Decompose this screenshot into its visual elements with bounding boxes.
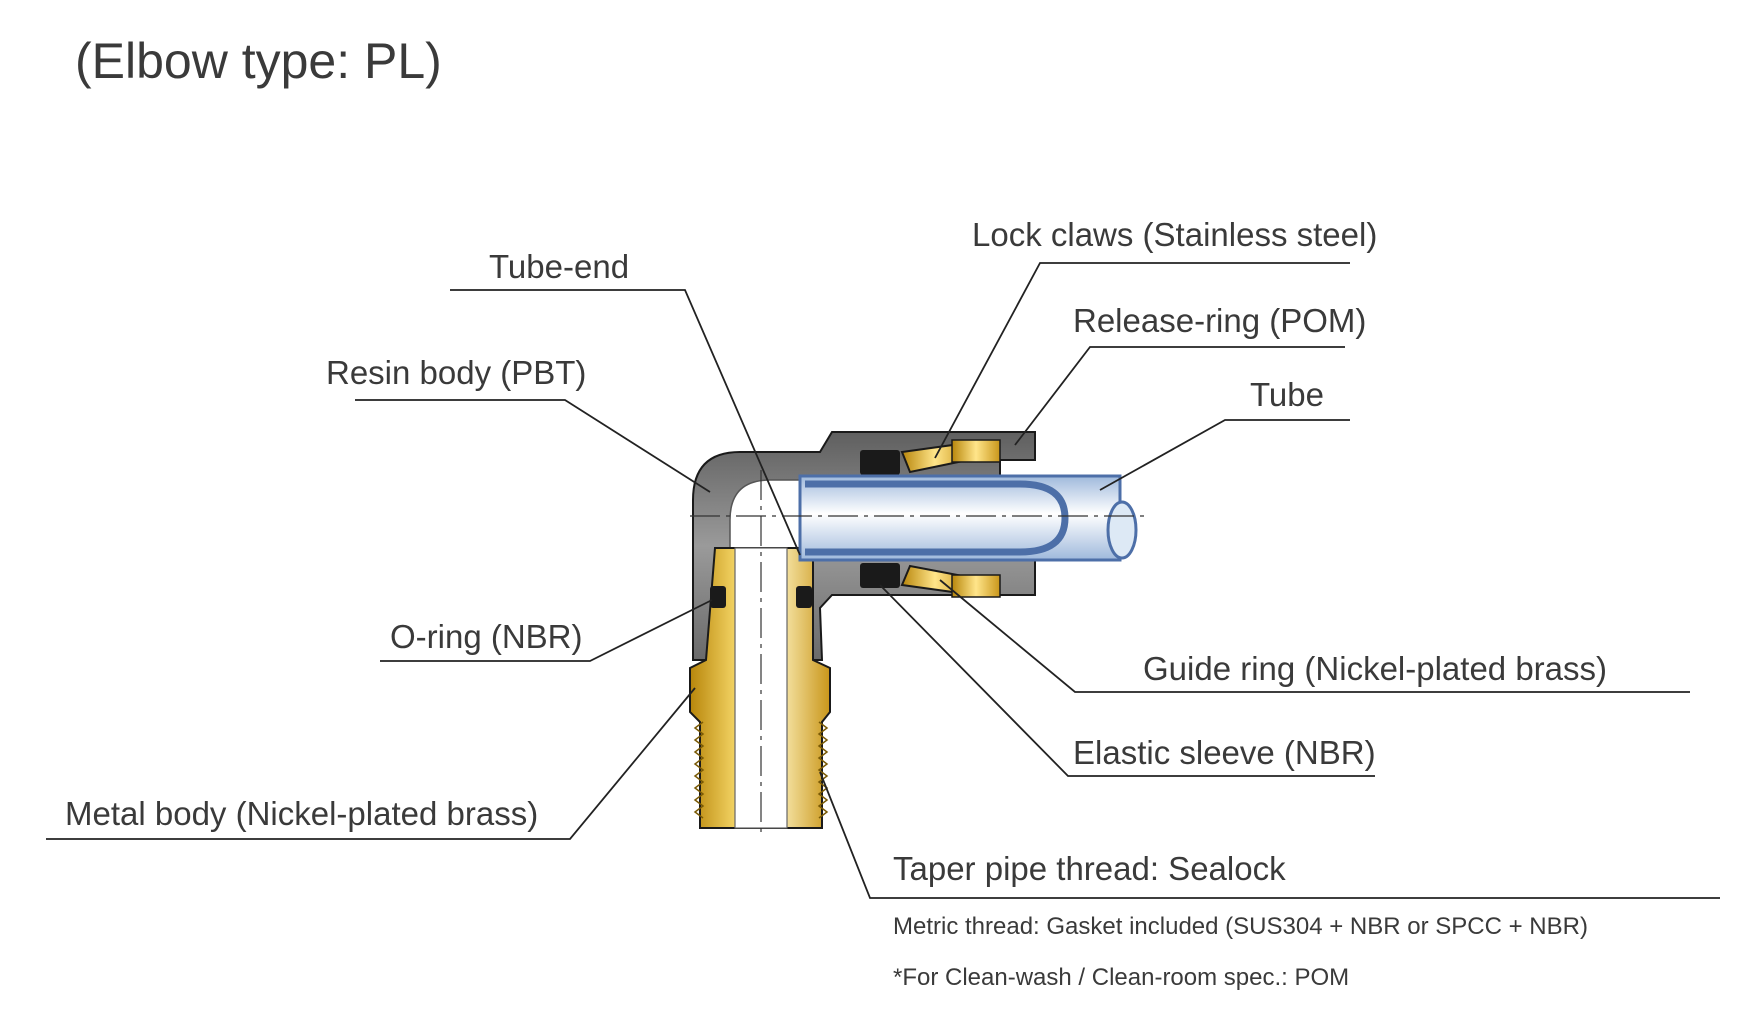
label-o-ring: O-ring (NBR) [390,618,583,655]
leader-taper-thread [819,771,1720,899]
page-title: (Elbow type: PL) [75,33,442,89]
note-metric-thread: Metric thread: Gasket included (SUS304 +… [893,913,1588,940]
label-taper-thread: Taper pipe thread: Sealock [893,850,1286,887]
tube [798,474,1122,562]
leader-guide-ring [939,579,1690,693]
note-clean-spec: *For Clean-wash / Clean-room spec.: POM [893,964,1349,991]
elastic-sleeve-top [860,450,900,475]
label-tube-end: Tube-end [489,248,629,285]
release-ring-bottom [951,574,1001,598]
label-guide-ring: Guide ring (Nickel-plated brass) [1143,650,1607,687]
fitting-cross-section [689,431,1150,835]
leader-metal-body [46,687,696,840]
label-elastic-sleeve: Elastic sleeve (NBR) [1073,734,1376,771]
metal-body-bore [734,547,788,829]
label-lock-claws: Lock claws (Stainless steel) [972,216,1377,253]
o-ring-right [796,586,812,608]
thread-left [693,721,705,819]
release-ring-top [951,439,1001,463]
leader-resin-body [355,399,711,493]
leader-tube [1099,419,1350,491]
label-metal-body: Metal body (Nickel-plated brass) [65,795,538,832]
label-tube: Tube [1250,376,1324,413]
tube-end-ellipse [1106,500,1138,560]
thread-right [817,721,829,819]
leader-lines [46,262,1720,899]
leader-o-ring [380,599,713,662]
leader-tube-end [450,289,801,556]
leader-release-ring [1014,346,1345,446]
label-resin-body: Resin body (PBT) [326,354,586,391]
label-release-ring: Release-ring (POM) [1073,302,1366,339]
leader-lock-claws [934,262,1350,459]
tube-wall [805,480,1069,556]
leader-elastic-sleeve [879,584,1375,777]
elastic-sleeve-bottom [860,563,900,588]
o-ring-left [710,586,726,608]
